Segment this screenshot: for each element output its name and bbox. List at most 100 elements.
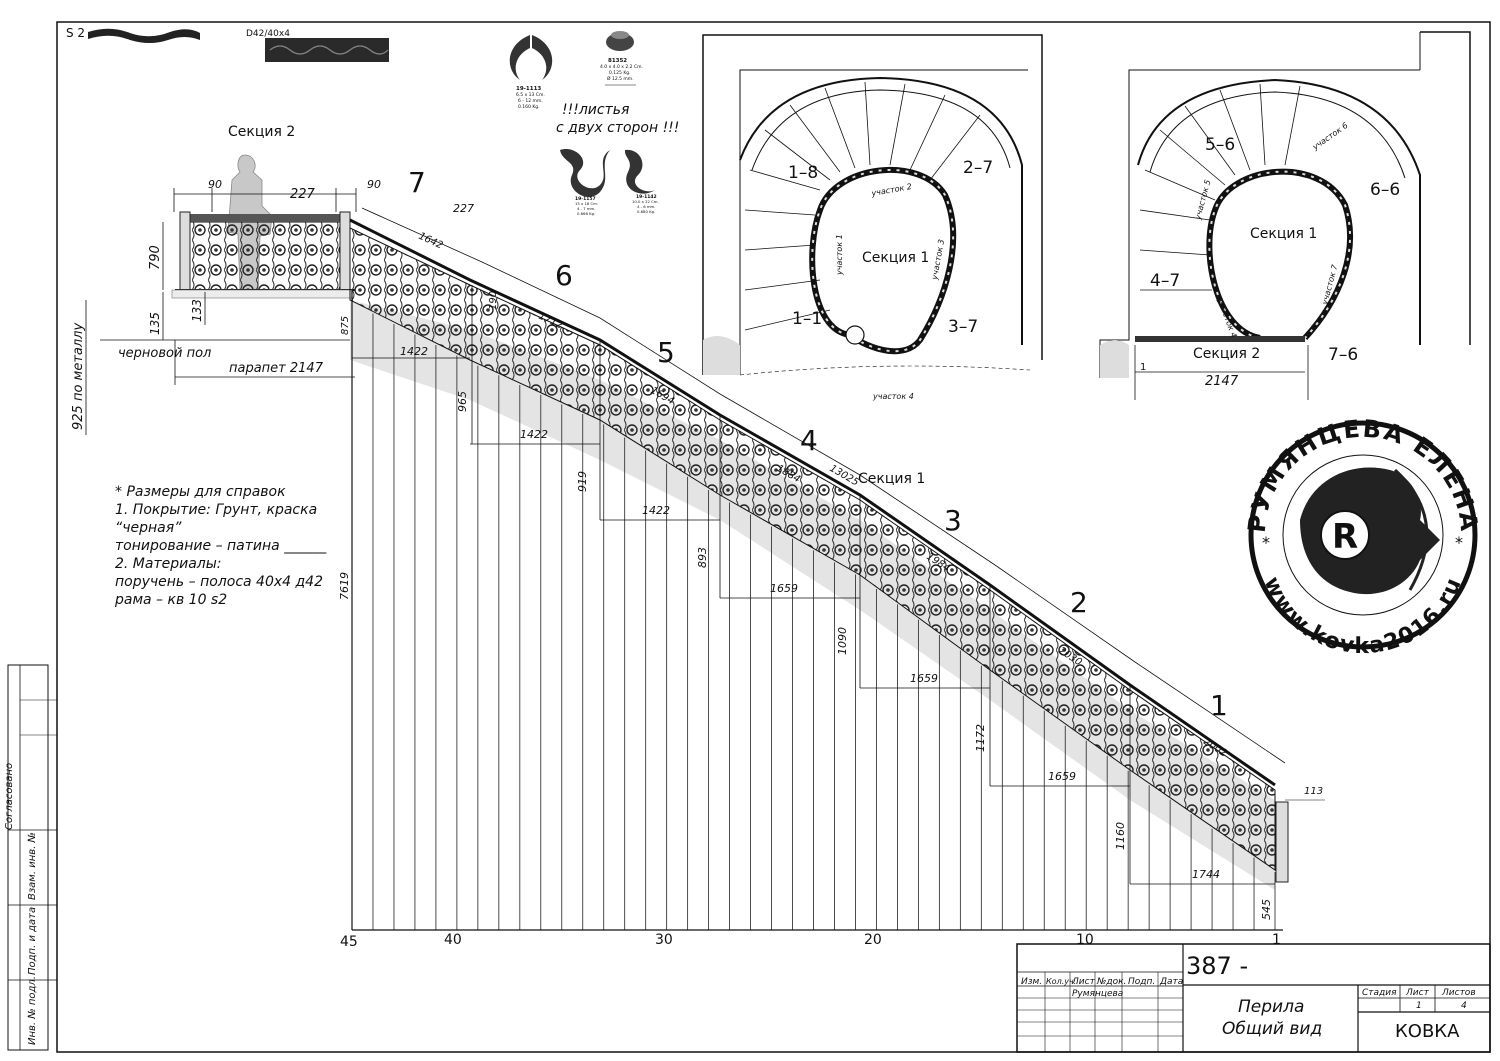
- tb-h-list: Лист: [1071, 977, 1096, 987]
- plan2-dim-2147: 2147: [1205, 374, 1239, 389]
- tb-h-list2: Лист: [1405, 988, 1430, 998]
- v-965: 965: [456, 391, 469, 412]
- plan-view-2: 5–6 6–6 4–7 7–6 Секция 1 Секция 2 2147 1…: [1099, 31, 1471, 400]
- parts-catalog: 19-1113 6.5 x 13 Cm. 6 - 12 mm. 0.160 Kg…: [509, 31, 679, 216]
- len-113: 113: [1304, 786, 1323, 797]
- v-7619: 7619: [338, 572, 351, 600]
- tb-v-listov: 4: [1461, 1001, 1467, 1011]
- sec2-dim-90: 90: [208, 178, 222, 191]
- stamp-letter: R: [1332, 517, 1358, 557]
- seg-label-1: 1: [1210, 689, 1228, 722]
- svg-text:*: *: [1262, 533, 1270, 552]
- plan2-uch5: участок 5: [1193, 179, 1213, 222]
- section2-title: Секция 2: [228, 124, 295, 140]
- step-45: 45: [340, 934, 358, 950]
- plan2-uch4: участок 4: [1216, 297, 1239, 339]
- part1-spec1: 6.5 x 13 Cm.: [516, 92, 545, 98]
- sect1-label: Секция 1: [858, 471, 925, 487]
- part3-spec1: 15 x 18 Cm.: [575, 201, 598, 206]
- tb-h-ndok: №док.: [1096, 977, 1126, 987]
- plan2-label-47: 4–7: [1150, 271, 1180, 291]
- sec2-dim-135: 135: [148, 312, 162, 335]
- h-1422-c: 1422: [642, 504, 670, 517]
- len-1642: 1642: [417, 231, 445, 252]
- leaf-part-left: [509, 35, 530, 80]
- part3-code: 19-1157: [575, 196, 596, 202]
- v-1172: 1172: [974, 724, 987, 752]
- top-dim-227: 227: [453, 202, 474, 215]
- h-1422-b: 1422: [520, 428, 548, 441]
- note-7: рама – кв 10 s2: [114, 592, 227, 608]
- note-6: поручень – полоса 40х4 д42: [115, 574, 323, 590]
- tb-author: Румянцева: [1072, 989, 1123, 999]
- part4-spec1: 10.0 x 22 Cm.: [632, 199, 659, 204]
- plan-view-1: 1–8 2–7 1–1 3–7 Секция 1 участок 1 участ…: [702, 34, 1043, 401]
- part1-spec2: 6 - 12 mm.: [518, 98, 543, 104]
- s2-bar: [88, 28, 200, 43]
- v-893: 893: [696, 547, 709, 568]
- seg-label-4: 4: [800, 424, 818, 457]
- plan1-label-27: 2–7: [963, 158, 993, 178]
- note-1: * Размеры для справок: [115, 484, 286, 500]
- note-4: тонирование – патина ______: [115, 538, 327, 554]
- seg-label-5: 5: [657, 336, 675, 369]
- plan1-uch2: участок 2: [870, 182, 913, 198]
- section2-railing: Секция 2 90 227 790 135 133 875 черновой…: [71, 124, 357, 435]
- sec2-dim-227: 227: [290, 187, 316, 202]
- plan1-label-18: 1–8: [788, 163, 818, 183]
- leaves-note-1: !!!листья: [562, 102, 629, 118]
- tb-h-kol: Кол.уч.: [1046, 977, 1076, 986]
- part1-spec3: 0.160 Kg.: [518, 104, 540, 110]
- part2-spec3: Ø 12.5 mm.: [607, 75, 634, 82]
- part2-code: 81352: [608, 58, 627, 64]
- sidebar-sign-date: Подп. и дата: [27, 907, 38, 975]
- title-block: 387 - Изм. Кол.уч. Лист №док. Подп. Дата…: [1016, 943, 1491, 1053]
- part3-spec3: 0.666 Kg.: [577, 211, 595, 216]
- seg-label-7: 7: [408, 166, 426, 199]
- sidebar-approved: Согласовано: [4, 763, 15, 830]
- leaf-part-right: [532, 35, 553, 80]
- plan2-section2: Секция 2: [1193, 346, 1260, 362]
- tb-title-1: Перила: [1238, 997, 1304, 1017]
- part4-code: 19-1142: [636, 194, 657, 200]
- plan1-uch4: участок 4: [872, 392, 914, 401]
- note-5: 2. Материалы:: [115, 556, 222, 572]
- tb-title-2: Общий вид: [1222, 1019, 1322, 1039]
- sheet-frame: [56, 21, 1491, 1053]
- h-1422-a: 1422: [400, 345, 428, 358]
- material-samples: S 2 D42/40x4: [66, 26, 389, 62]
- plan2-label-66: 6–6: [1370, 180, 1400, 200]
- scroll-part-1: [560, 149, 610, 197]
- part2-spec2: 0.125 Kg.: [609, 70, 631, 76]
- seg-label-3: 3: [944, 504, 962, 537]
- plan2-label-56: 5–6: [1205, 135, 1235, 155]
- archer-figure: [1300, 467, 1440, 595]
- sidebar-strip: Согласовано Инв. № подл. Подп. и дата Вз…: [4, 664, 57, 1051]
- leaves-note-2: с двух сторон !!!: [556, 120, 679, 136]
- part3-spec2: 4 - 7 mm.: [577, 206, 595, 211]
- s2-label: S 2: [66, 26, 85, 40]
- step-1: 1: [1272, 932, 1281, 948]
- v-545: 545: [1260, 899, 1273, 920]
- sec2-metal-label: 925 по металлу: [71, 323, 86, 430]
- note-2: 1. Покрытие: Грунт, краска: [115, 502, 317, 518]
- h-1659-c: 1659: [1048, 770, 1076, 783]
- step-30: 30: [655, 932, 673, 948]
- svg-text:*: *: [1455, 533, 1463, 552]
- note-3: “черная”: [115, 520, 182, 536]
- h-1659-a: 1659: [770, 582, 798, 595]
- seg-label-2: 2: [1070, 586, 1088, 619]
- tb-h-izm: Изм.: [1021, 977, 1042, 987]
- step-20: 20: [864, 932, 882, 948]
- tb-v-list: 1: [1416, 1001, 1422, 1011]
- scroll-part-2: [624, 149, 655, 194]
- d42-bar: [265, 38, 389, 62]
- h-1659-b: 1659: [910, 672, 938, 685]
- plan2-label-76: 7–6: [1328, 345, 1358, 365]
- stair-railing: 7 6 5 4 3 2 1 90 227 1642 190 1712 1694 …: [338, 166, 1325, 950]
- h-1744: 1744: [1192, 868, 1220, 881]
- tb-h-data: Дата: [1159, 977, 1183, 987]
- plan1-label-37: 3–7: [948, 317, 978, 337]
- plan2-dim-1: 1: [1140, 362, 1146, 373]
